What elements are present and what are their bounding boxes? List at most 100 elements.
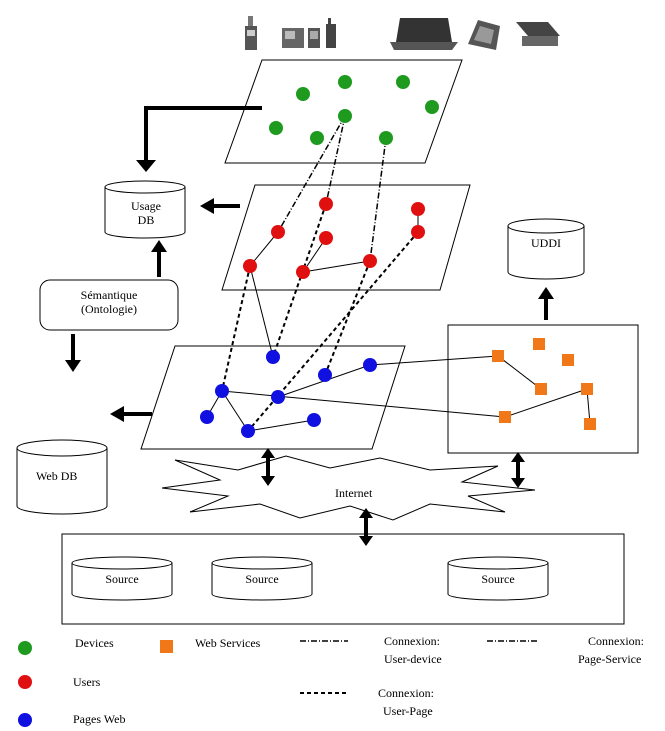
user-node xyxy=(271,225,285,239)
page-nodes xyxy=(200,350,377,438)
arrowhead-up-usage xyxy=(151,240,167,252)
conn-user-device-3 xyxy=(369,137,387,262)
internet-label: Internet xyxy=(335,486,373,500)
conn-user-page-1 xyxy=(221,265,251,392)
internet-cloud xyxy=(161,455,536,521)
conn-user-device-1 xyxy=(277,115,346,233)
phone-icon xyxy=(245,16,257,50)
page-node xyxy=(200,410,214,424)
double-arrow-internet-sources-bottom xyxy=(359,536,373,546)
user-link-2 xyxy=(249,265,274,358)
uddi-label: UDDI xyxy=(531,236,561,250)
page-link-3 xyxy=(221,390,506,418)
tablet-icon xyxy=(468,20,500,50)
handheld-icon xyxy=(282,28,304,48)
double-arrows xyxy=(261,448,525,546)
service-link-1 xyxy=(497,355,542,390)
source-cylinder-3 xyxy=(447,556,549,601)
service-node xyxy=(533,338,545,350)
web-db-cylinder xyxy=(16,439,108,515)
user-link-4 xyxy=(302,260,371,273)
uddi-db-cylinder xyxy=(507,218,585,280)
conn-user-device-2 xyxy=(325,115,346,205)
legend-services-label: Web Services xyxy=(195,636,261,650)
service-node xyxy=(535,383,547,395)
page-link-4 xyxy=(247,419,315,432)
page-node xyxy=(318,368,332,382)
user-node xyxy=(319,197,333,211)
usage-db-label-line1: Usage xyxy=(131,199,161,213)
laptop-icon xyxy=(390,18,458,50)
page-node xyxy=(363,358,377,372)
legend-conn-user-device-1: Connexion: xyxy=(384,634,440,648)
user-device-connections xyxy=(277,115,387,262)
legend-conn-user-page-1: Connexion: xyxy=(378,686,434,700)
service-node xyxy=(581,383,593,395)
legend-user-marker xyxy=(18,675,32,689)
page-node xyxy=(266,350,280,364)
double-arrow-pages-internet-top xyxy=(261,448,275,458)
user-plane xyxy=(221,184,471,291)
legend-users-label: Users xyxy=(73,675,101,689)
device-node xyxy=(296,87,310,101)
legend-markers xyxy=(18,640,537,727)
user-node xyxy=(243,259,257,273)
page-node xyxy=(271,390,285,404)
arrowhead-left-usage xyxy=(200,198,214,214)
legend-conn-page-service-2: Page-Service xyxy=(578,652,642,666)
semantique-box xyxy=(39,279,179,331)
arrowhead-up-uddi xyxy=(538,287,554,299)
mobile-icon xyxy=(326,18,336,48)
service-node xyxy=(492,350,504,362)
legend-devices-label: Devices xyxy=(75,636,114,650)
user-node xyxy=(411,225,425,239)
page-link-6 xyxy=(369,355,499,366)
device-node xyxy=(269,121,283,135)
device-nodes xyxy=(269,75,439,145)
user-node xyxy=(296,265,310,279)
service-node xyxy=(499,411,511,423)
user-node xyxy=(411,202,425,216)
desktop-icon xyxy=(516,22,560,46)
semantique-label: Sémantique (Ontologie) xyxy=(40,288,178,316)
arrowhead-left-pages xyxy=(110,406,124,422)
source-label-3: Source xyxy=(481,572,515,586)
service-node xyxy=(562,354,574,366)
semantique-label-line1: Sémantique xyxy=(80,288,138,302)
double-arrow-services-internet-bottom xyxy=(511,478,525,488)
double-arrow-services-internet-top xyxy=(511,452,525,462)
device-node xyxy=(379,131,393,145)
page-link-2 xyxy=(221,390,249,432)
web-db-label: Web DB xyxy=(36,469,78,483)
semantique-label-line2: (Ontologie) xyxy=(81,302,137,316)
source-cylinder-1 xyxy=(71,556,173,601)
usage-db-label-line2: DB xyxy=(137,213,155,227)
service-node xyxy=(584,418,596,430)
service-nodes xyxy=(492,338,596,430)
arrow-heads xyxy=(65,160,554,422)
usage-db-cylinder xyxy=(104,180,186,239)
legend-conn-page-service-1: Connexion: xyxy=(588,634,644,648)
legend-device-marker xyxy=(18,641,32,655)
page-node xyxy=(215,384,229,398)
page-node xyxy=(241,424,255,438)
user-node xyxy=(363,254,377,268)
double-arrow-pages-internet-bottom xyxy=(261,476,275,486)
device-node xyxy=(338,75,352,89)
arrowhead-down-usage xyxy=(136,160,156,172)
legend-conn-user-page-2: User-Page xyxy=(383,704,433,718)
source-cylinder-2 xyxy=(211,556,313,601)
legend-page-marker xyxy=(18,713,32,727)
usage-db-label: Usage DB xyxy=(108,199,184,227)
source-label-2: Source xyxy=(245,572,279,586)
device-node xyxy=(338,109,352,123)
device-node xyxy=(425,100,439,114)
source-label-1: Source xyxy=(105,572,139,586)
legend-conn-user-device-2: User-device xyxy=(384,652,442,666)
device-node xyxy=(310,131,324,145)
arrowhead-down-semantique xyxy=(65,360,81,372)
user-node xyxy=(319,231,333,245)
legend-pages-label: Pages Web xyxy=(73,712,126,726)
